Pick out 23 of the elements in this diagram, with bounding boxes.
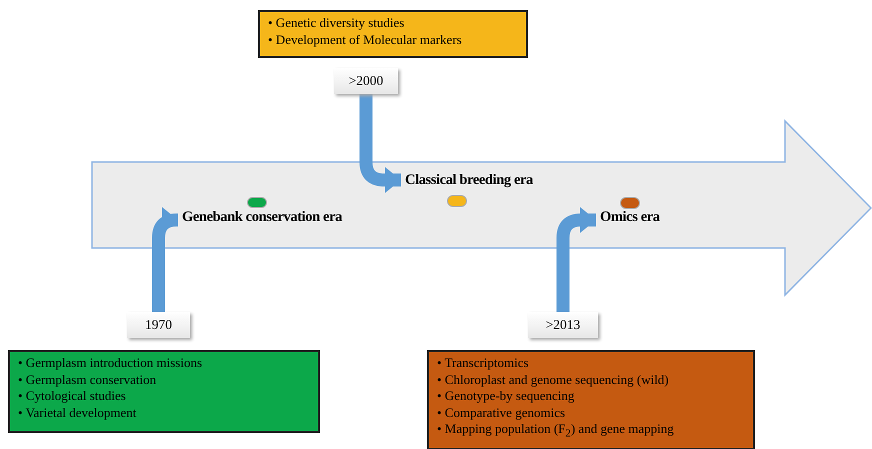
bullet-item: • Cytological studies bbox=[17, 388, 127, 404]
era-label: Genebank conservation era bbox=[182, 207, 392, 227]
bullet-item: • Germplasm conservation bbox=[17, 372, 158, 388]
year-tag: >2013 bbox=[528, 312, 598, 338]
bullet-item: • Development of Molecular markers bbox=[267, 32, 463, 48]
bullet-item: • Genotype-by sequencing bbox=[436, 388, 576, 404]
era-label: Classical breeding era bbox=[405, 170, 575, 190]
bullet-item: • Comparative genomics bbox=[436, 404, 566, 421]
note-box bbox=[427, 350, 755, 449]
bullet-item: • Mapping population (F$_{2}$) and gene mapping bbox=[436, 421, 675, 442]
bullet-item: • Germplasm introduction missions bbox=[17, 355, 204, 372]
era-label: Omics era bbox=[600, 207, 680, 227]
year-tag: 1970 bbox=[127, 312, 190, 338]
curved-arrow bbox=[360, 94, 401, 193]
note-box bbox=[258, 10, 528, 58]
timeline-arrow bbox=[92, 120, 872, 296]
curved-arrow bbox=[556, 207, 596, 312]
bullet-item: • Genetic diversity studies bbox=[267, 15, 406, 32]
bullet-item: • Transcriptomics bbox=[436, 355, 530, 372]
bullet-item: • Chloroplast and genome sequencing (wild) bbox=[436, 372, 670, 388]
year-tag: >2000 bbox=[334, 68, 398, 94]
bullet-item: • Varietal development bbox=[17, 404, 138, 421]
note-box bbox=[8, 350, 320, 433]
